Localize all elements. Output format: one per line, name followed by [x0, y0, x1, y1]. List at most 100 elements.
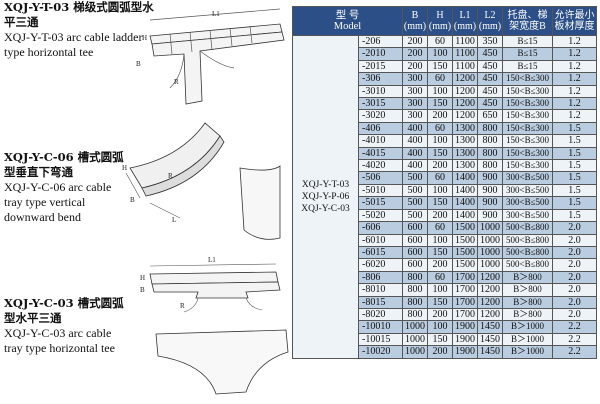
- model-code-cell: -506: [357, 171, 404, 185]
- b-cell: 800: [402, 283, 429, 297]
- thickness-cell: 1.2: [552, 34, 598, 49]
- model-code-cell: -8010: [357, 283, 404, 297]
- model-code-cell: -606: [357, 221, 404, 235]
- model-code-cell: -206: [357, 34, 404, 49]
- tray-width-cell: B≤15: [502, 34, 554, 49]
- tray-width-cell: B＞800: [502, 283, 554, 297]
- tray-width-cell: B≤15: [502, 59, 554, 74]
- thickness-cell: 1.5: [552, 208, 598, 223]
- l2-cell: 900: [477, 183, 504, 198]
- l2-cell: 1000: [477, 245, 504, 260]
- l2-cell: 450: [477, 72, 504, 86]
- tray-width-cell: 150<B≤300: [502, 72, 554, 86]
- h-cell: 200: [427, 307, 454, 322]
- thickness-cell: 2.0: [552, 270, 598, 285]
- l2-cell: 1000: [477, 221, 504, 235]
- caption-en: XQJ-Y-T-03 arc cable ladder type horizon…: [4, 30, 143, 59]
- tray-width-cell: B＞1000: [502, 332, 554, 347]
- thickness-cell: 1.2: [552, 109, 598, 123]
- b-cell: 300: [402, 84, 429, 99]
- l2-cell: 1200: [477, 270, 504, 285]
- b-cell: 400: [402, 121, 429, 136]
- l2-cell: 900: [477, 171, 504, 185]
- tray-width-cell: 300<B≤500: [502, 183, 554, 198]
- h-cell: 200: [427, 208, 454, 223]
- l1-cell: 1500: [452, 258, 479, 272]
- b-cell: 200: [402, 47, 429, 61]
- l1-cell: 1500: [452, 221, 479, 235]
- h-cell: 150: [427, 245, 454, 260]
- h-cell: 100: [427, 84, 454, 99]
- b-cell: 800: [402, 270, 429, 285]
- thickness-cell: 1.2: [552, 97, 598, 111]
- thickness-cell: 1.5: [552, 183, 598, 198]
- l2-cell: 1200: [477, 283, 504, 297]
- h-cell: 100: [427, 233, 454, 247]
- l2-cell: 1450: [477, 332, 504, 347]
- dim-h: H: [142, 34, 147, 42]
- l1-cell: 1700: [452, 307, 479, 322]
- l1-cell: 1100: [452, 47, 479, 61]
- dim-r: R: [180, 302, 185, 310]
- h-cell: 100: [427, 320, 454, 334]
- h-cell: 60: [427, 221, 454, 235]
- tray-width-cell: 500<B≤800: [502, 245, 554, 260]
- dim-h: H: [140, 274, 145, 282]
- model-code-cell: -3020: [357, 109, 404, 123]
- model-code-cell: -10015: [357, 332, 404, 347]
- l1-cell: 1400: [452, 171, 479, 185]
- dim-r: R: [174, 78, 179, 86]
- thickness-cell: 2.0: [552, 283, 598, 297]
- header-b: B(mm): [402, 6, 429, 36]
- l1-cell: 1100: [452, 34, 479, 49]
- dim-b: B: [130, 196, 135, 204]
- thickness-cell: 1.5: [552, 171, 598, 185]
- l2-cell: 800: [477, 159, 504, 173]
- model-code-cell: -306: [357, 72, 404, 86]
- thickness-cell: 2.2: [552, 320, 598, 334]
- dim-b: B: [140, 286, 145, 294]
- model-code-cell: -4020: [357, 159, 404, 173]
- b-cell: 600: [402, 221, 429, 235]
- header-min-thickness: 允许最小板材厚度: [552, 6, 598, 36]
- thickness-cell: 1.5: [552, 159, 598, 173]
- l1-cell: 1900: [452, 320, 479, 334]
- model-code-cell: -2010: [357, 47, 404, 61]
- b-cell: 800: [402, 295, 429, 309]
- header-l1: L1(mm): [452, 6, 479, 36]
- ladder-tee-drawing: L1 H B R: [136, 8, 285, 105]
- model-code-cell: -5010: [357, 183, 404, 198]
- b-cell: 200: [402, 59, 429, 74]
- l2-cell: 650: [477, 109, 504, 123]
- thickness-cell: 2.0: [552, 258, 598, 272]
- model-code-cell: -10020: [357, 345, 404, 359]
- h-cell: 150: [427, 97, 454, 111]
- header-tray-width: 托盘、梯架宽度B: [502, 6, 554, 36]
- l1-cell: 1700: [452, 270, 479, 285]
- b-cell: 500: [402, 196, 429, 210]
- model-code-cell: -6020: [357, 258, 404, 272]
- h-cell: 60: [427, 171, 454, 185]
- h-cell: 60: [427, 72, 454, 86]
- model-code-cell: -4015: [357, 146, 404, 161]
- tray-width-cell: B＞800: [502, 307, 554, 322]
- l2-cell: 800: [477, 134, 504, 148]
- model-code-cell: -8015: [357, 295, 404, 309]
- l1-cell: 1500: [452, 233, 479, 247]
- caption-tray-bend: XQJ-Y-C-06 槽式圆弧型垂直下弯通 XQJ-Y-C-06 arc cab…: [4, 150, 129, 225]
- dim-l1: L1: [212, 10, 220, 18]
- model-code-cell: -2015: [357, 59, 404, 74]
